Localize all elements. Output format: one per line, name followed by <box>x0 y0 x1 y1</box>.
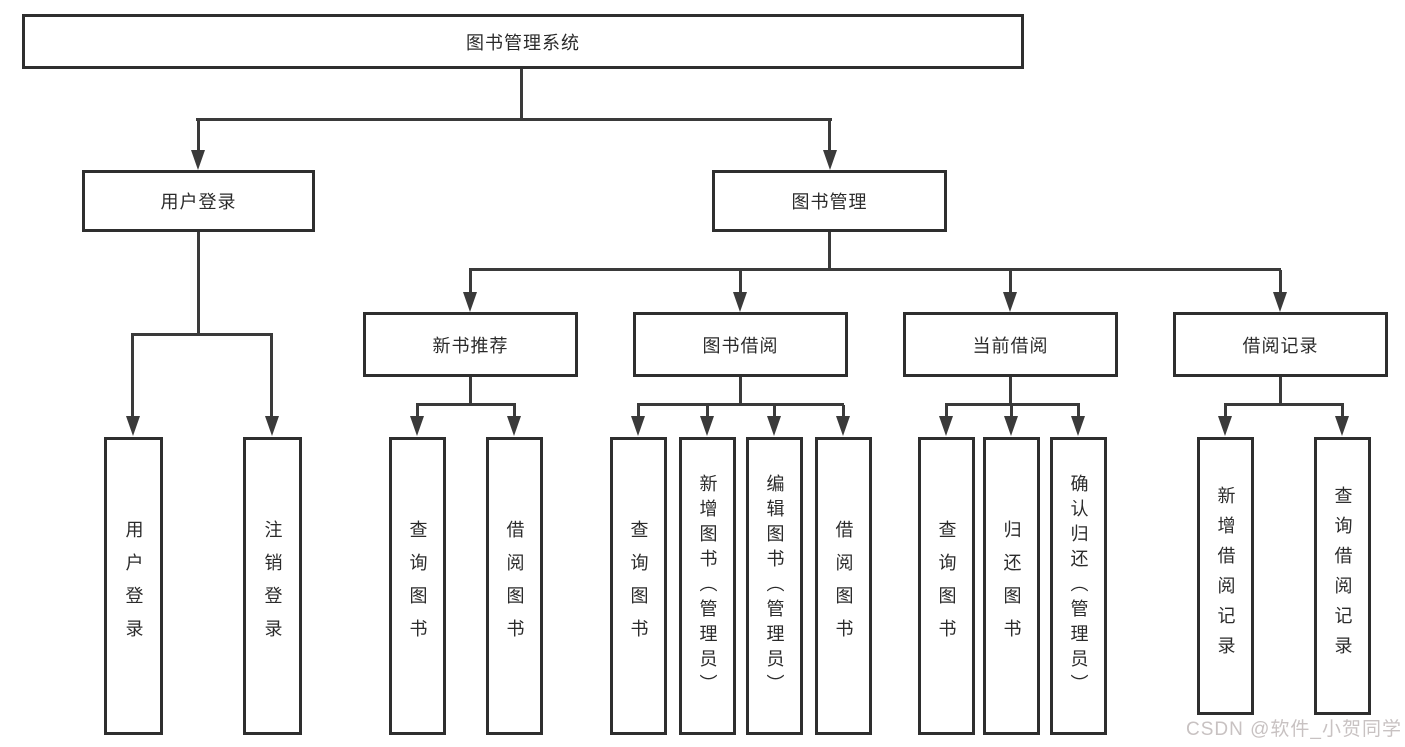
node-leaf-user-login: 用户登录 <box>104 437 163 735</box>
node-leaf-query-books-3: 查询图书 <box>918 437 975 735</box>
arrowhead-down-icon <box>126 416 140 436</box>
node-book-borrow-label: 图书借阅 <box>702 335 779 356</box>
connector-line <box>706 405 709 417</box>
connector-line <box>828 232 831 270</box>
connector-line <box>1279 270 1282 293</box>
node-borrow-records-label: 借阅记录 <box>1242 335 1319 356</box>
leaf-label: 编辑图书（管理员） <box>764 473 785 699</box>
arrowhead-down-icon <box>836 416 850 436</box>
connector-line <box>1279 377 1282 405</box>
node-root: 图书管理系统 <box>22 14 1024 69</box>
watermark: CSDN @软件_小贺同学 <box>1186 719 1402 740</box>
connector-line <box>197 232 200 335</box>
connector-line <box>773 405 776 417</box>
arrowhead-down-icon <box>823 150 837 170</box>
connector-line <box>520 69 523 120</box>
node-borrow-records: 借阅记录 <box>1173 312 1388 377</box>
connector-line <box>945 403 1080 406</box>
connector-line <box>196 118 832 121</box>
node-new-book-rec: 新书推荐 <box>363 312 578 377</box>
connector-line <box>1224 405 1227 417</box>
connector-line <box>1009 377 1012 405</box>
connector-line <box>416 403 516 406</box>
leaf-label: 查询借阅记录 <box>1332 486 1353 666</box>
arrowhead-down-icon <box>700 416 714 436</box>
leaf-label: 新增借阅记录 <box>1215 486 1236 666</box>
arrowhead-down-icon <box>463 292 477 312</box>
leaf-label: 查询图书 <box>628 520 649 652</box>
node-leaf-confirm-return-admin: 确认归还（管理员） <box>1050 437 1107 735</box>
connector-line <box>131 333 273 336</box>
leaf-label: 借阅图书 <box>504 520 525 652</box>
connector-line <box>1010 405 1013 417</box>
node-new-book-rec-label: 新书推荐 <box>432 335 509 356</box>
connector-line <box>131 335 134 417</box>
node-leaf-add-borrow-record: 新增借阅记录 <box>1197 437 1254 715</box>
connector-line <box>270 335 273 417</box>
leaf-label: 确认归还（管理员） <box>1068 473 1089 699</box>
connector-line <box>469 268 1281 271</box>
node-root-label: 图书管理系统 <box>466 32 580 53</box>
connector-line <box>1224 403 1344 406</box>
node-leaf-query-books-1: 查询图书 <box>389 437 446 735</box>
leaf-label: 归还图书 <box>1001 520 1022 652</box>
node-leaf-borrow-books-2: 借阅图书 <box>815 437 872 735</box>
leaf-label: 用户登录 <box>123 520 144 652</box>
node-current-borrow: 当前借阅 <box>903 312 1118 377</box>
connector-line <box>739 270 742 293</box>
node-leaf-return-book: 归还图书 <box>983 437 1040 735</box>
arrowhead-down-icon <box>1335 416 1349 436</box>
arrowhead-down-icon <box>631 416 645 436</box>
arrowhead-down-icon <box>939 416 953 436</box>
leaf-label: 查询图书 <box>936 520 957 652</box>
node-leaf-query-borrow-record: 查询借阅记录 <box>1314 437 1371 715</box>
node-leaf-edit-book-admin: 编辑图书（管理员） <box>746 437 803 735</box>
node-leaf-borrow-books-1: 借阅图书 <box>486 437 543 735</box>
connector-line <box>842 405 845 417</box>
node-leaf-logout: 注销登录 <box>243 437 302 735</box>
node-leaf-query-books-2: 查询图书 <box>610 437 667 735</box>
connector-line <box>416 405 419 417</box>
arrowhead-down-icon <box>733 292 747 312</box>
node-book-mgmt: 图书管理 <box>712 170 947 232</box>
leaf-label: 查询图书 <box>407 520 428 652</box>
arrowhead-down-icon <box>410 416 424 436</box>
connector-line <box>513 405 516 417</box>
arrowhead-down-icon <box>1004 416 1018 436</box>
leaf-label: 注销登录 <box>262 520 283 652</box>
arrowhead-down-icon <box>265 416 279 436</box>
node-user-login: 用户登录 <box>82 170 315 232</box>
connector-line <box>1341 405 1344 417</box>
arrowhead-down-icon <box>1003 292 1017 312</box>
arrowhead-down-icon <box>1071 416 1085 436</box>
connector-line <box>469 377 472 405</box>
connector-line <box>1009 270 1012 293</box>
connector-line <box>637 405 640 417</box>
connector-line <box>197 120 200 151</box>
node-current-borrow-label: 当前借阅 <box>972 335 1049 356</box>
connector-line <box>1077 405 1080 417</box>
connector-line <box>828 120 831 151</box>
connector-line <box>739 377 742 405</box>
arrowhead-down-icon <box>1273 292 1287 312</box>
node-book-mgmt-label: 图书管理 <box>791 192 868 212</box>
connector-line <box>945 405 948 417</box>
connector-line <box>469 270 472 293</box>
node-user-login-label: 用户登录 <box>160 192 237 212</box>
arrowhead-down-icon <box>191 150 205 170</box>
leaf-label: 新增图书（管理员） <box>697 473 718 699</box>
node-leaf-add-book-admin: 新增图书（管理员） <box>679 437 736 735</box>
node-book-borrow: 图书借阅 <box>633 312 848 377</box>
arrowhead-down-icon <box>507 416 521 436</box>
arrowhead-down-icon <box>767 416 781 436</box>
leaf-label: 借阅图书 <box>833 520 854 652</box>
arrowhead-down-icon <box>1218 416 1232 436</box>
connector-line <box>637 403 844 406</box>
